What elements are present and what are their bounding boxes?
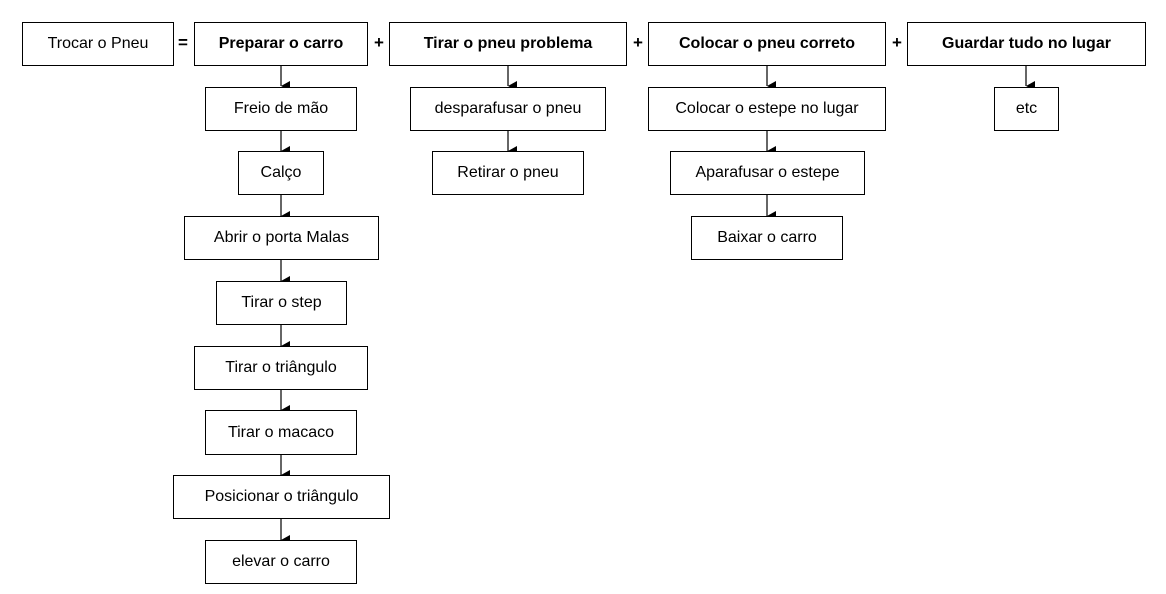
step-box: Colocar o estepe no lugar [648, 87, 886, 131]
plus-operator: + [633, 33, 643, 52]
step-label: Colocar o estepe no lugar [675, 100, 859, 117]
step-label: Tirar o macaco [227, 423, 335, 441]
step-label: Tirar o step [241, 294, 322, 311]
column-header-label: Guardar tudo no lugar [942, 35, 1111, 52]
step-box: Tirar o macaco [205, 410, 357, 455]
step-label: elevar o carro [232, 553, 330, 570]
column-header-guardar: Guardar tudo no lugar [907, 22, 1146, 66]
step-label: Baixar o carro [717, 229, 817, 246]
step-label: desparafusar o pneu [434, 100, 582, 117]
root-node-label: Trocar o Pneu [47, 35, 149, 52]
plus-operator: + [892, 33, 902, 52]
column-header-tirar: Tirar o pneu problema [389, 22, 627, 66]
plus-operator: + [374, 33, 384, 52]
step-box: elevar o carro [205, 540, 357, 584]
step-box: Baixar o carro [691, 216, 843, 260]
step-label: Retirar o pneu [457, 164, 559, 181]
step-box: Retirar o pneu [432, 151, 584, 195]
step-box: Abrir o porta Malas [184, 216, 379, 260]
equals-operator: = [178, 33, 188, 52]
step-box: Tirar o triângulo [194, 346, 368, 390]
step-box: Posicionar o triângulo [173, 475, 390, 519]
step-label: Posicionar o triângulo [204, 488, 359, 505]
step-label: Tirar o triângulo [225, 359, 337, 376]
step-label: Abrir o porta Malas [213, 229, 350, 246]
step-box: Aparafusar o estepe [670, 151, 865, 195]
step-box: Freio de mão [205, 87, 357, 131]
step-box: desparafusar o pneu [410, 87, 606, 131]
step-box: etc [994, 87, 1059, 131]
step-label: Freio de mão [233, 100, 329, 117]
column-header-label: Colocar o pneu correto [678, 35, 856, 52]
column-header-label: Preparar o carro [218, 35, 344, 52]
column-header-label: Tirar o pneu problema [423, 35, 593, 52]
step-label: etc [1015, 100, 1038, 117]
column-header-preparar: Preparar o carro [194, 22, 368, 66]
step-label: Aparafusar o estepe [695, 164, 840, 181]
root-node: Trocar o Pneu [22, 22, 174, 66]
step-box: Calço [238, 151, 324, 195]
step-label: Calço [260, 164, 302, 181]
column-header-colocar: Colocar o pneu correto [648, 22, 886, 66]
step-box: Tirar o step [216, 281, 347, 325]
